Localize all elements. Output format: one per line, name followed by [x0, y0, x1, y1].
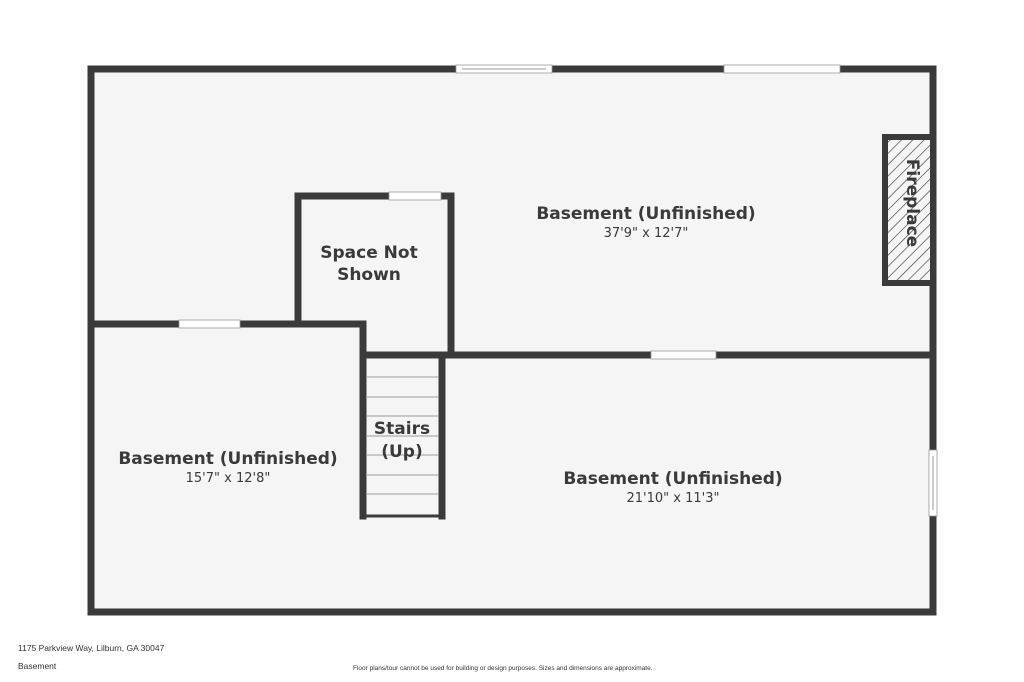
- opening-divider: [650, 350, 717, 360]
- room-name-basement-left: Basement (Unfinished): [118, 449, 337, 469]
- room-name-basement-top: Basement (Unfinished): [536, 204, 755, 224]
- disclaimer: Floor plans/tour cannot be used for buil…: [353, 665, 653, 672]
- property-address: 1175 Parkview Way, Lilburn, GA 30047: [18, 643, 165, 653]
- opening-space-top: [388, 191, 442, 201]
- stairs-label-line1: Stairs: [374, 419, 430, 439]
- stairs-label-line2: (Up): [381, 442, 423, 462]
- room-dims-basement-left: 15'7" x 12'8": [186, 471, 271, 486]
- floor-level: Basement: [18, 661, 57, 671]
- room-dims-basement-top: 37'9" x 12'7": [604, 226, 689, 241]
- opening-left-room: [178, 319, 241, 329]
- floor-plan: Basement (Unfinished) 37'9" x 12'7" Spac…: [87, 64, 938, 616]
- space-not-shown-line2: Shown: [337, 265, 401, 285]
- space-not-shown-line1: Space Not: [320, 243, 417, 263]
- fireplace-box: [882, 134, 936, 286]
- floor-area: [91, 69, 933, 612]
- room-dims-basement-right: 21'10" x 11'3": [627, 491, 720, 506]
- room-name-basement-right: Basement (Unfinished): [563, 469, 782, 489]
- fireplace-label: Fireplace: [902, 159, 922, 247]
- opening-top-2: [723, 64, 841, 74]
- stair-treads: [367, 376, 439, 495]
